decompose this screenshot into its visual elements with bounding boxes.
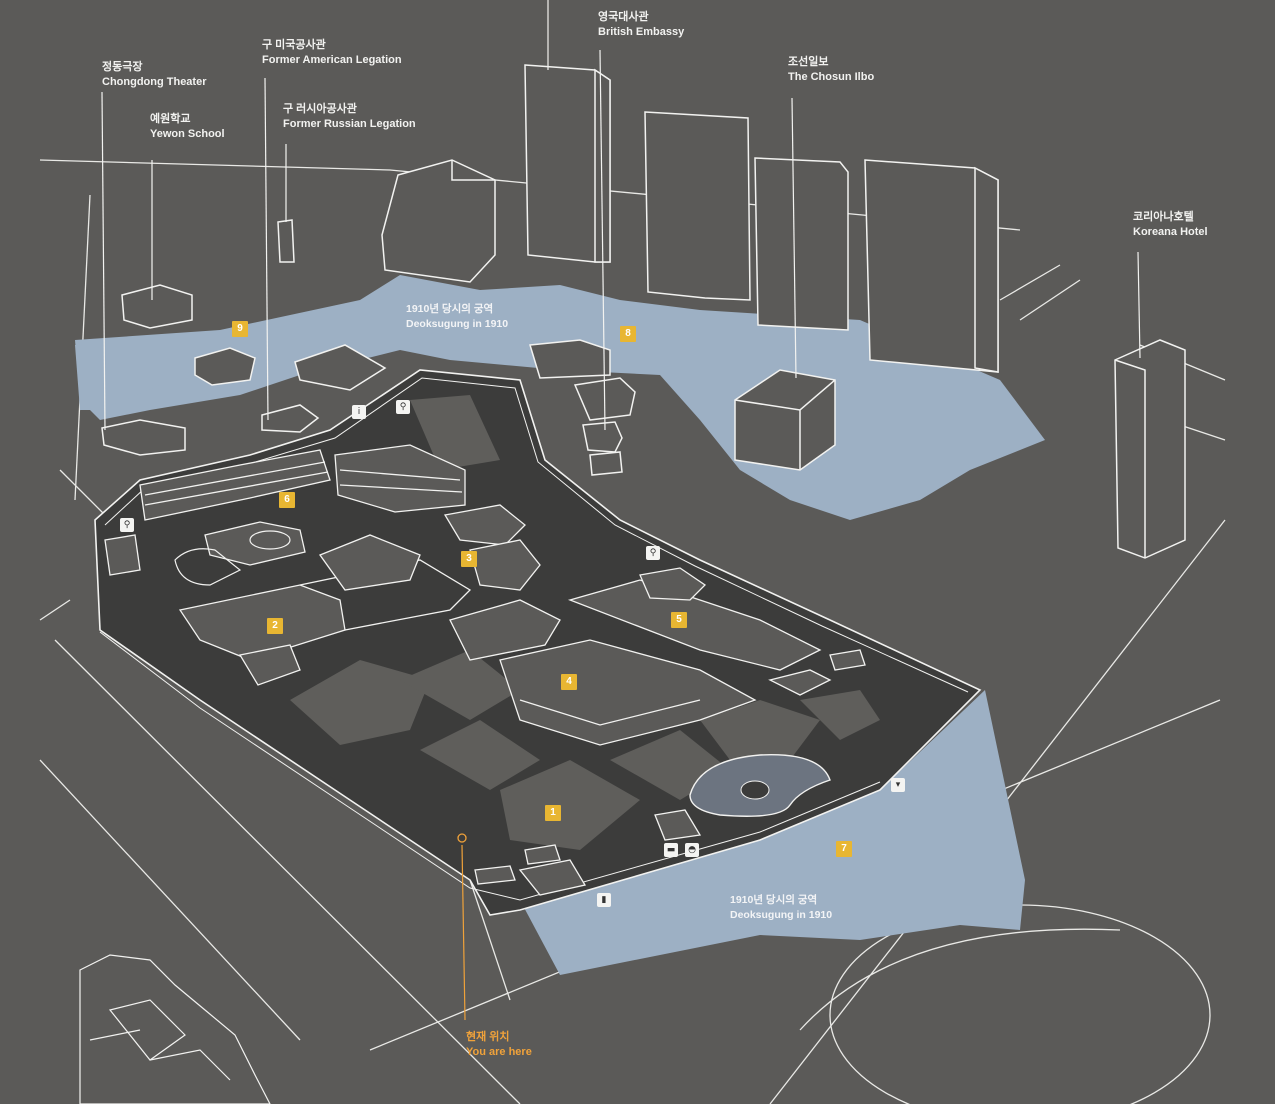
area-label-en: Deoksugung in 1910 xyxy=(406,318,509,331)
label-chosun-ilbo: 조선일보 The Chosun Ilbo xyxy=(788,55,874,85)
pond xyxy=(689,754,831,817)
label-you-are-here: 현재 위치 You are here xyxy=(466,1030,532,1060)
restroom-icon: ⚲ xyxy=(646,546,660,560)
you-are-here-line xyxy=(461,844,466,1021)
inset-map xyxy=(79,954,271,1104)
cafe-icon: ▬ xyxy=(664,843,678,857)
label-former-american-legation: 구 미국공사관 Former American Legation xyxy=(262,38,402,68)
label-en: British Embassy xyxy=(598,25,685,38)
area-label-ko: 1910년 당시의 궁역 xyxy=(730,894,818,906)
label-en: Koreana Hotel xyxy=(1133,225,1208,238)
marker-7[interactable]: 7 xyxy=(836,841,852,857)
label-en: The Chosun Ilbo xyxy=(788,70,875,83)
gardens xyxy=(290,395,880,850)
label-koreana-hotel: 코리아나호텔 Koreana Hotel xyxy=(1133,210,1208,240)
label-ko: 현재 위치 xyxy=(466,1031,510,1043)
you-are-here-dot xyxy=(457,833,467,843)
leader-lines xyxy=(101,0,1141,431)
label-en: Yewon School xyxy=(150,127,225,140)
restroom-icon: ⚲ xyxy=(120,518,134,532)
label-yewon-school: 예원학교 Yewon School xyxy=(150,112,225,142)
label-ko: 정동극장 xyxy=(102,61,143,73)
label-en: Former American Legation xyxy=(262,53,402,66)
marker-2[interactable]: 2 xyxy=(267,618,283,634)
palace-buildings xyxy=(104,444,866,896)
area-label-en: Deoksugung in 1910 xyxy=(730,909,833,922)
marker-3[interactable]: 3 xyxy=(461,551,477,567)
historic-area-south xyxy=(520,690,1025,975)
label-chongdong-theater: 정동극장 Chongdong Theater xyxy=(102,60,207,90)
label-ko: 구 러시아공사관 xyxy=(283,103,357,115)
label-former-russian-legation: 구 러시아공사관 Former Russian Legation xyxy=(283,102,416,132)
label-en: Chongdong Theater xyxy=(102,75,207,88)
label-ko: 예원학교 xyxy=(150,113,191,125)
info-icon: i xyxy=(352,405,366,419)
label-en: Former Russian Legation xyxy=(283,117,416,130)
label-ko: 영국대사관 xyxy=(598,11,649,23)
marker-9[interactable]: 9 xyxy=(232,321,248,337)
marker-6[interactable]: 6 xyxy=(279,492,295,508)
area-label-south: 1910년 당시의 궁역 Deoksugung in 1910 xyxy=(730,893,832,923)
label-ko: 구 미국공사관 xyxy=(262,39,326,51)
phone-icon: ▮ xyxy=(597,893,611,907)
city-buildings xyxy=(101,64,1186,559)
label-british-embassy: 영국대사관 British Embassy xyxy=(598,10,684,40)
marker-4[interactable]: 4 xyxy=(561,674,577,690)
area-label-ko: 1910년 당시의 궁역 xyxy=(406,303,494,315)
vending-icon: ◓ xyxy=(685,843,699,857)
marker-8[interactable]: 8 xyxy=(620,326,636,342)
label-en: You are here xyxy=(466,1045,532,1058)
restroom-icon: ⚲ xyxy=(396,400,410,414)
marker-1[interactable]: 1 xyxy=(545,805,561,821)
shop-icon: ▾ xyxy=(891,778,905,792)
area-label-north: 1910년 당시의 궁역 Deoksugung in 1910 xyxy=(406,302,508,332)
label-ko: 조선일보 xyxy=(788,56,829,68)
label-ko: 코리아나호텔 xyxy=(1133,211,1194,223)
marker-5[interactable]: 5 xyxy=(671,612,687,628)
historic-area-west xyxy=(75,345,160,410)
